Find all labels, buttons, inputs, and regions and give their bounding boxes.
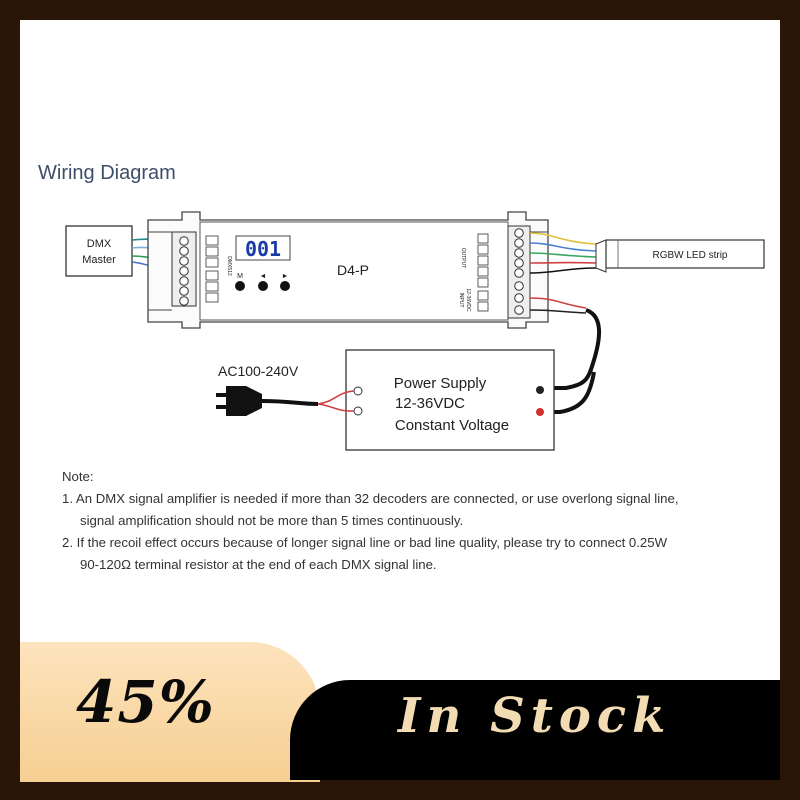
dmx-label: DMX512 xyxy=(226,256,232,276)
dc-cable-2 xyxy=(544,371,596,414)
note-2-line-1: 2. If the recoil effect occurs because o… xyxy=(62,535,668,550)
svg-text:►: ► xyxy=(282,273,289,280)
display-frame xyxy=(235,235,291,261)
psu-line-3: Constant Voltage xyxy=(395,417,509,434)
notes-heading: Note: xyxy=(62,469,94,484)
notes-section: Note: 1. An DMX signal amplifier is need… xyxy=(62,466,762,576)
segment-display: 001 xyxy=(245,237,281,261)
stock-text: In Stock xyxy=(398,688,672,744)
dmx-pin-labels xyxy=(205,235,219,303)
control-buttons: M ◄ ► xyxy=(235,273,290,291)
led-strip-label: RGBW LED strip xyxy=(652,250,727,261)
svg-text:M: M xyxy=(237,273,243,280)
input-label: INPUT xyxy=(458,293,464,308)
stock-banner xyxy=(290,680,780,780)
note-2-line-2: 90-120Ω terminal resistor at the end of … xyxy=(80,557,437,572)
led-output-wires xyxy=(529,232,597,274)
prev-button[interactable] xyxy=(258,281,268,291)
output-label: OUTPUT xyxy=(460,248,466,269)
led-strip: RGBW LED strip xyxy=(595,239,765,273)
diagram-title: Wiring Diagram xyxy=(38,162,176,184)
note-1-line-1: 1. An DMX signal amplifier is needed if … xyxy=(62,491,679,506)
dc-cable xyxy=(544,308,602,390)
next-button[interactable] xyxy=(280,281,290,291)
input-voltage-label: 12-36VDC xyxy=(465,288,471,312)
psu-line-2: 12-36VDC xyxy=(395,395,465,412)
decoder-device: DMX512 001 M ◄ ► D4-P OUTPUT INPUT 12-36… xyxy=(147,211,549,329)
ac-cable xyxy=(261,399,319,406)
ac-voltage-label: AC100-240V xyxy=(218,363,299,379)
psu-line-1: Power Supply xyxy=(394,375,487,392)
discount-text: 45% xyxy=(76,668,215,736)
dmx-master-box: DMX Master xyxy=(65,225,133,277)
power-supply: Power Supply 12-36VDC Constant Voltage xyxy=(345,349,555,451)
ac-plug-icon xyxy=(216,386,262,416)
device-model: D4-P xyxy=(337,262,369,278)
dc-neg-terminal xyxy=(536,386,544,394)
output-terminal-block xyxy=(507,225,531,319)
svg-text:◄: ◄ xyxy=(260,273,267,280)
dmx-master-label-2: Master xyxy=(82,254,116,266)
dc-input-wires xyxy=(529,297,587,314)
mode-button[interactable] xyxy=(235,281,245,291)
note-1-line-2: signal amplification should not be more … xyxy=(80,513,464,528)
discount-badge xyxy=(20,642,320,782)
dmx-terminal-block xyxy=(171,231,197,307)
output-pin-labels xyxy=(477,233,489,312)
dmx-master-label-1: DMX xyxy=(87,238,112,250)
dc-pos-terminal xyxy=(536,408,544,416)
